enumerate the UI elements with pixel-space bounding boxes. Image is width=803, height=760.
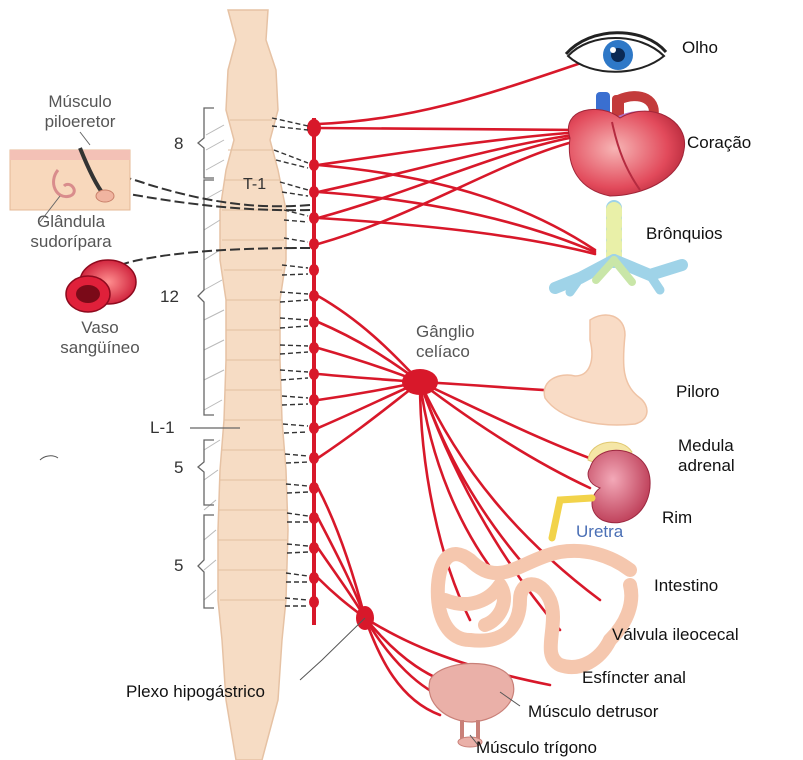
eye-illustration — [566, 33, 666, 72]
spine-label-8: 8 — [174, 134, 183, 154]
celiac-ganglion — [402, 369, 438, 395]
bladder-illustration — [429, 663, 514, 747]
label-plexo-hipogastrico: Plexo hipogástrico — [126, 682, 265, 702]
spinal-cord — [204, 10, 288, 760]
spine-label-5a: 5 — [174, 458, 183, 478]
label-intestino: Intestino — [654, 576, 718, 596]
spine-label-5b: 5 — [174, 556, 183, 576]
label-coracao: Coração — [687, 133, 751, 153]
label-olho: Olho — [682, 38, 718, 58]
skin-section-illustration — [10, 132, 130, 222]
label-musculo-trigono: Músculo trígono — [476, 738, 597, 758]
label-uretra: Uretra — [576, 522, 623, 542]
label-rim: Rim — [662, 508, 692, 528]
label-glandula-sudoripara: Glândula sudorípara — [6, 212, 136, 251]
label-vaso-sanguineo: Vaso sangüíneo — [40, 318, 160, 357]
pylorus-illustration — [544, 315, 647, 425]
label-piloro: Piloro — [676, 382, 719, 402]
label-bronquios: Brônquios — [646, 224, 723, 244]
label-esfincter-anal: Esfíncter anal — [582, 668, 686, 688]
spine-label-12: 12 — [160, 287, 179, 307]
spine-label-t1: T-1 — [243, 176, 266, 194]
label-valvula-ileocecal: Válvula ileocecal — [612, 625, 739, 645]
blood-vessel-illustration — [66, 260, 136, 312]
label-ganglio-celiaco: Gânglio celíaco — [416, 322, 506, 361]
heart-illustration — [568, 92, 684, 196]
spine-label-l1: L-1 — [150, 418, 175, 438]
label-medula-adrenal: Medula adrenal — [678, 436, 773, 475]
intestine-illustration — [438, 551, 631, 667]
label-musculo-detrusor: Músculo detrusor — [528, 702, 658, 722]
label-musculo-piloeretor: Músculo piloeretor — [20, 92, 140, 131]
